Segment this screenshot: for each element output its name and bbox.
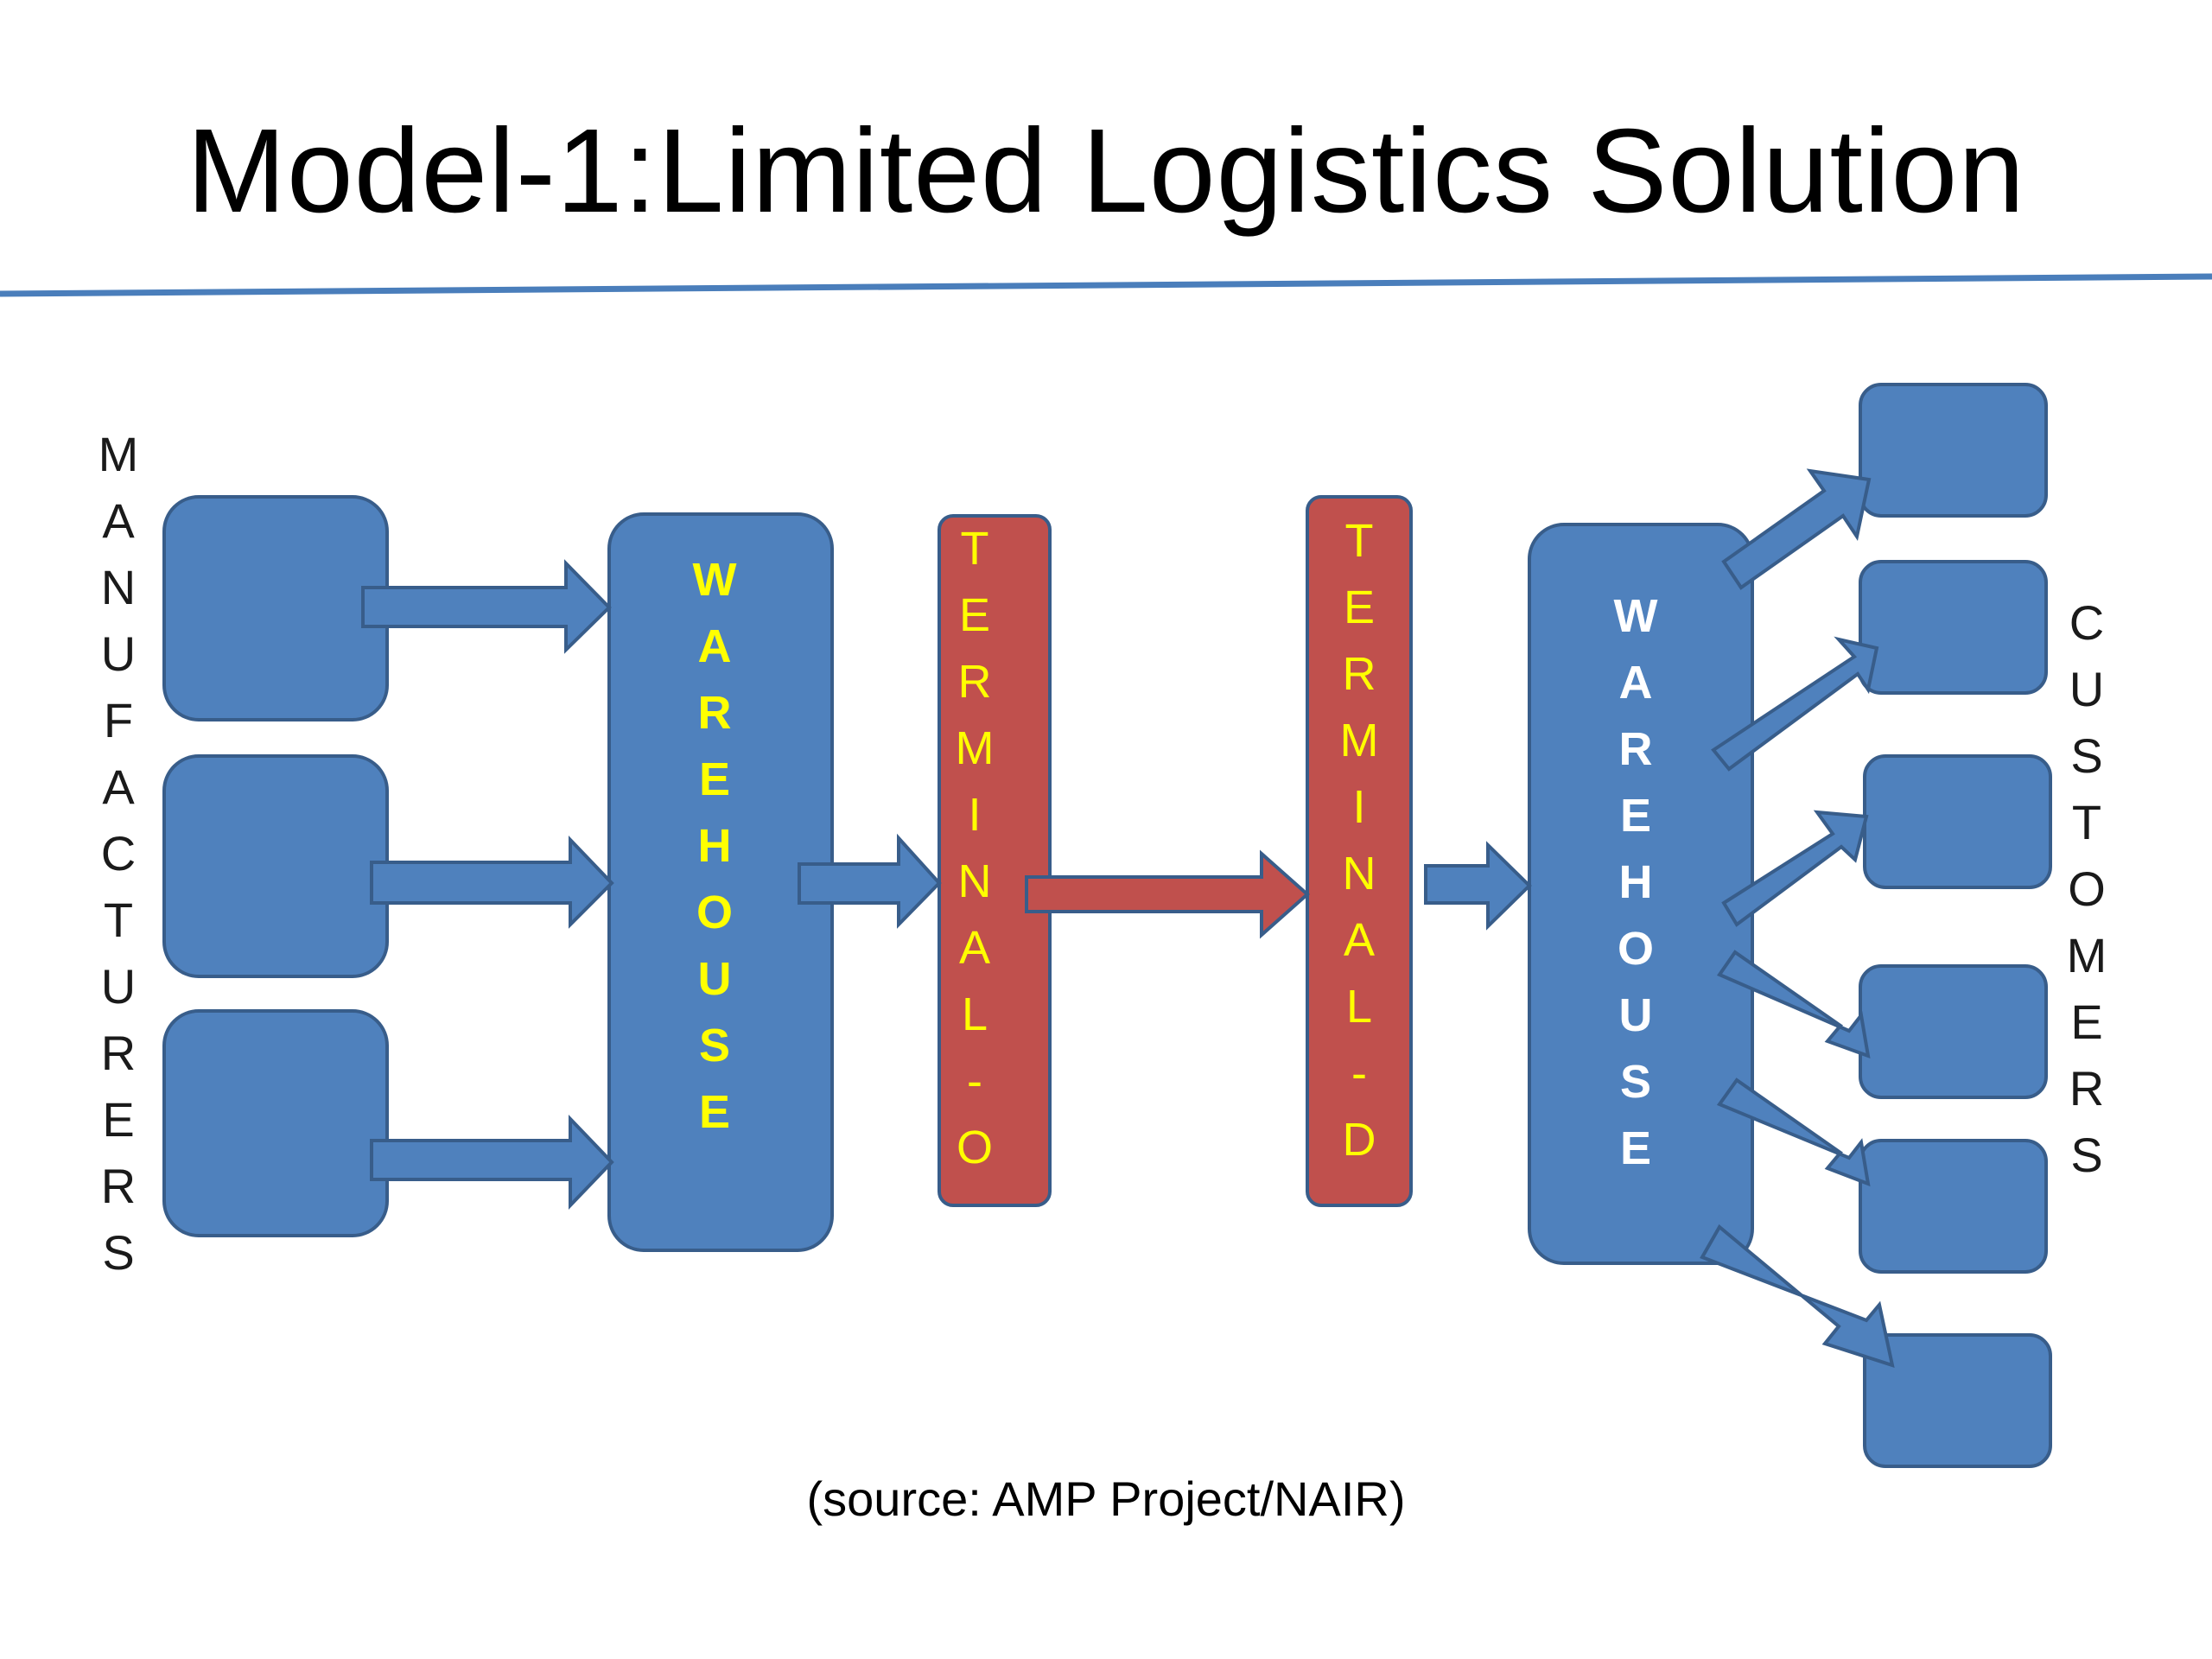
inbound-arrow (370, 836, 614, 929)
manufacturer-box (162, 1009, 389, 1237)
slide-title: Model-1:Limited Logistics Solution (186, 105, 2026, 238)
customer-box (1859, 1139, 2048, 1274)
terminal-to-warehouse-arrow (1424, 841, 1532, 931)
linehaul-arrow (1025, 849, 1311, 939)
inbound-arrow (361, 559, 612, 654)
terminal-origin-label: T E R M I N A L - O (955, 523, 995, 1173)
outbound-arrow (1700, 1224, 1895, 1368)
outbound-arrow (1716, 950, 1871, 1059)
warehouse-destination-label: W A R E H O U S E (1613, 590, 1658, 1174)
outbound-arrow (1716, 1077, 1871, 1187)
warehouse-to-terminal-arrow (798, 833, 942, 929)
outbound-arrow (1721, 810, 1869, 927)
terminal-destination-box (1306, 495, 1413, 1207)
customer-box (1863, 1333, 2052, 1468)
title-rule (0, 273, 2212, 297)
outbound-arrow (1721, 468, 1872, 590)
warehouse-origin-label: W A R E H O U S E (692, 554, 737, 1138)
customer-box (1859, 964, 2048, 1099)
customer-box (1859, 560, 2048, 695)
manufacturer-box (162, 495, 389, 721)
source-note: (source: AMP Project/NAIR) (806, 1471, 1406, 1526)
customer-box (1859, 383, 2048, 518)
outbound-arrow (1711, 636, 1879, 772)
inbound-arrow (370, 1115, 614, 1210)
manufacturers-label: M A N U F A C T U R E R S (98, 427, 139, 1280)
customers-label: C U S T O M E R S (2066, 595, 2107, 1182)
terminal-origin-box (938, 514, 1052, 1207)
terminal-destination-label: T E R M I N A L - D (1339, 515, 1379, 1166)
customer-box (1863, 754, 2052, 889)
manufacturer-box (162, 754, 389, 978)
